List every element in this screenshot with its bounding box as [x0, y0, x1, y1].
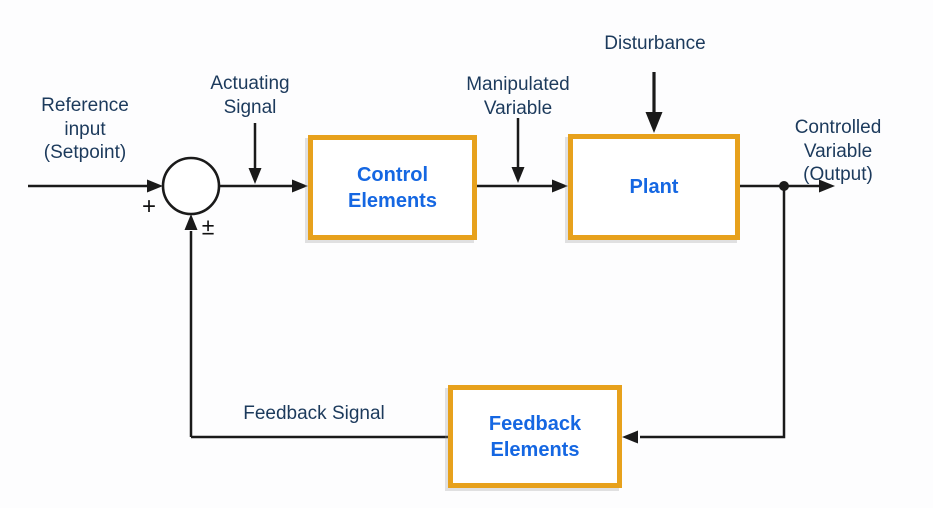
manipulated-pointer-arrowhead [511, 167, 525, 183]
controlled-variable-label: Controlled Variable (Output) [794, 117, 882, 186]
actuating-pointer-arrowhead [248, 168, 262, 184]
feedback-tap-line [640, 186, 786, 439]
actuating-signal-arrowhead [292, 179, 308, 193]
feedback-return-arrowhead [184, 214, 198, 230]
summing-junction-circle [161, 156, 221, 216]
plant-label: Plant [629, 176, 679, 198]
feedback-input-arrowhead [622, 430, 638, 444]
plant-block: Plant [568, 134, 740, 240]
feedback-elements-label: Feedback Elements [488, 412, 582, 461]
control-elements-label: Control Elements [348, 163, 437, 212]
manipulated-variable-label: Manipulated Variable [466, 74, 570, 119]
feedback-signal-label: Feedback Signal [243, 403, 385, 424]
reference-input-label: Reference input (Setpoint) [41, 95, 129, 164]
manipulated-variable-arrowhead [552, 179, 568, 193]
output-arrowhead [819, 179, 835, 193]
plus-minus-sign-label: ± [201, 213, 215, 240]
disturbance-arrowhead [645, 112, 663, 133]
reference-input-arrowhead [147, 179, 163, 193]
feedback-elements-block: Feedback Elements [448, 385, 622, 488]
actuating-signal-label: Actuating Signal [210, 73, 290, 118]
plus-sign-label: + [141, 193, 157, 220]
disturbance-label: Disturbance [604, 33, 706, 54]
control-elements-block: Control Elements [308, 135, 477, 240]
